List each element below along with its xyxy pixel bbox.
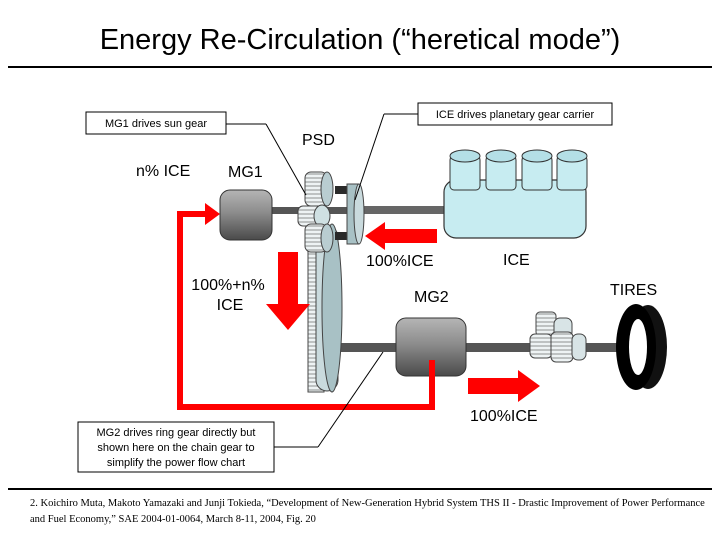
- callout-ice-carrier: ICE drives planetary gear carrier: [354, 102, 613, 201]
- chain-gear: [307, 221, 343, 393]
- callout-ice-text: ICE drives planetary gear carrier: [436, 109, 595, 121]
- callout-mg2-line-3: simplify the power flow chart: [107, 457, 245, 469]
- slide-title: Energy Re-Circulation (“heretical mode”): [99, 24, 621, 56]
- label-mg1: MG1: [228, 164, 263, 181]
- mg2-shaft: [330, 343, 630, 352]
- mg1-motor: [219, 189, 273, 241]
- callout-mg2-ring-gear: MG2 drives ring gear directly but shown …: [77, 351, 384, 473]
- callout-mg2-line-2: shown here on the chain gear to: [97, 442, 254, 454]
- planetary-carrier: [346, 183, 365, 245]
- label-feedback-line-2: ICE: [217, 297, 244, 314]
- citation: 2. Koichiro Muta, Makoto Yamazaki and Ju…: [30, 498, 705, 525]
- recirculation-arrow: [177, 203, 435, 410]
- engine-block: [443, 149, 588, 239]
- title-divider: [8, 66, 712, 68]
- label-output-percent: 100%ICE: [470, 408, 538, 425]
- callout-mg1-sun-gear: MG1 drives sun gear: [85, 111, 307, 196]
- tire: [616, 304, 667, 390]
- label-tires: TIRES: [610, 282, 657, 299]
- engine-cylinders: [449, 149, 588, 191]
- label-ice-percent: 100%ICE: [366, 253, 434, 270]
- psd-to-mg2-arrow: [266, 252, 310, 330]
- label-n-ice: n% ICE: [136, 163, 190, 180]
- callout-mg2-line-1: MG2 drives ring gear directly but: [97, 427, 256, 439]
- label-ice: ICE: [503, 252, 530, 269]
- output-arrow: [468, 370, 540, 402]
- label-feedback-line-1: 100%+n%: [191, 277, 264, 294]
- psd-gears: [297, 171, 349, 253]
- callout-mg1-text: MG1 drives sun gear: [105, 118, 207, 130]
- ice-shaft: [355, 206, 445, 214]
- ice-to-psd-arrow: [365, 222, 437, 250]
- label-mg2: MG2: [414, 289, 449, 306]
- power-flow-diagram: MG1 drives sun gear ICE drives planetary…: [77, 102, 667, 473]
- reduction-gears: [529, 311, 587, 363]
- label-psd: PSD: [302, 132, 335, 149]
- footer-divider: [8, 488, 712, 490]
